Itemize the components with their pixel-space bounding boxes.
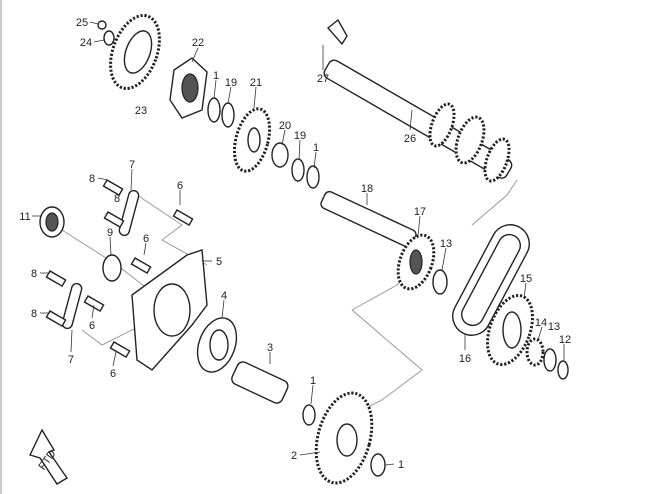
- callout-8: 8: [114, 193, 120, 205]
- hub-22: [169, 57, 208, 119]
- bearing-4: [196, 317, 238, 373]
- callout-8: 8: [89, 173, 95, 185]
- callout-7: 7: [129, 159, 135, 171]
- washer-13: [432, 269, 448, 295]
- callout-16: 16: [459, 353, 471, 365]
- callout-12: 12: [559, 334, 571, 346]
- callout-20: 20: [279, 120, 291, 132]
- gear-23: [109, 14, 161, 90]
- callout-6: 6: [177, 180, 183, 192]
- callout-6: 6: [110, 368, 116, 380]
- callout-27: 27: [317, 73, 329, 85]
- ring-1d: [370, 453, 386, 477]
- part-25: [97, 20, 107, 30]
- washer-24: [103, 30, 115, 46]
- callout-24: 24: [80, 37, 92, 49]
- callout-7: 7: [68, 354, 74, 366]
- callout-8: 8: [31, 268, 37, 280]
- ring-12: [557, 360, 569, 380]
- shaft-26: [323, 18, 513, 183]
- callout-3: 3: [267, 342, 273, 354]
- gear-14: [525, 337, 545, 367]
- ring-1: [207, 97, 221, 123]
- callout-18: 18: [361, 183, 373, 195]
- bolts: [45, 179, 194, 359]
- callout-5: 5: [216, 256, 222, 268]
- leader-lines: [32, 21, 565, 466]
- gear-2: [314, 391, 374, 485]
- washer-13b: [543, 348, 557, 372]
- washer-19b: [291, 158, 305, 182]
- callout-6: 6: [89, 320, 95, 332]
- shaft-3: [231, 361, 289, 404]
- callout-9: 9: [107, 227, 113, 239]
- front-direction-arrow: FTD: [29, 428, 69, 485]
- callout-22: 22: [192, 37, 204, 49]
- callout-1: 1: [310, 375, 316, 387]
- gasket-9: [102, 254, 122, 282]
- bearing-20: [271, 142, 289, 168]
- shaft-18: [320, 190, 417, 248]
- callout-1: 1: [398, 459, 404, 471]
- callout-6: 6: [143, 233, 149, 245]
- callout-4: 4: [221, 290, 227, 302]
- callout-2: 2: [291, 450, 297, 462]
- callout-21: 21: [250, 77, 262, 89]
- washer-19: [221, 102, 235, 128]
- ring-1c: [302, 404, 316, 426]
- callout-8: 8: [31, 308, 37, 320]
- callout-1: 1: [213, 70, 219, 82]
- oil-seal-11: [39, 206, 65, 238]
- gear-21: [232, 107, 272, 173]
- sprocket-15: [486, 293, 534, 367]
- gear-17: [396, 233, 436, 291]
- callout-labels: 25 24 22 1 19 21 23 27 26 20 19 1 18 17 …: [19, 17, 571, 471]
- callout-19: 19: [225, 77, 237, 89]
- plate-7b: [61, 282, 83, 330]
- callout-26: 26: [404, 133, 416, 145]
- callout-25: 25: [76, 17, 88, 29]
- ring-1b: [306, 165, 320, 189]
- callout-13: 13: [440, 238, 452, 250]
- callout-17: 17: [414, 206, 426, 218]
- callout-15: 15: [520, 273, 532, 285]
- callout-23: 23: [135, 105, 147, 117]
- callout-14: 14: [535, 317, 547, 329]
- cover-5: [131, 249, 208, 371]
- callout-19: 19: [294, 130, 306, 142]
- callout-1: 1: [313, 142, 319, 154]
- callout-13: 13: [548, 321, 560, 333]
- callout-11: 11: [19, 211, 30, 223]
- plate-7: [118, 189, 140, 237]
